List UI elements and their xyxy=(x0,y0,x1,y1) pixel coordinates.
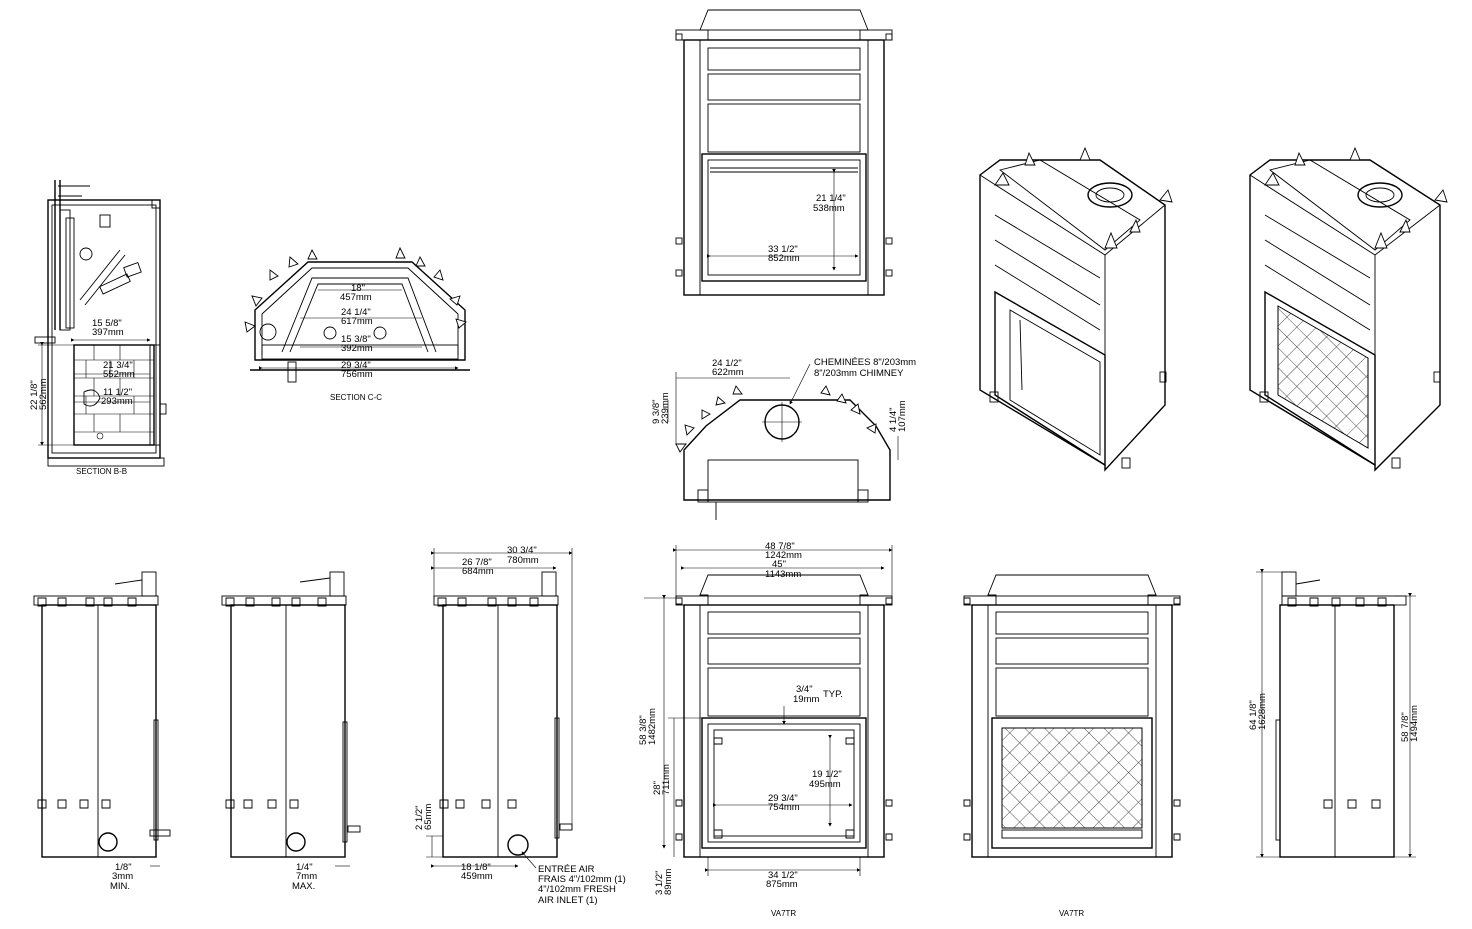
section-bb-caption: SECTION B-B xyxy=(76,467,127,476)
section-bb-dim2-in: 21 3/4" xyxy=(103,360,133,371)
side-view-2: 1/4" 7mm MAX. xyxy=(221,571,361,892)
front-bottom-glass-w-mm: 754mm xyxy=(768,802,800,813)
front-bottom-h-in: 58 3/8" xyxy=(638,715,649,745)
front-top-w-mm: 852mm xyxy=(768,253,800,264)
section-bb-dim4-mm: 562mm xyxy=(38,378,49,410)
side-view-3-h-in: 2 1/2" xyxy=(414,805,425,830)
top-view-w-in: 24 1/2" xyxy=(712,358,742,369)
air-inlet-line1: ENTRÉE AIR xyxy=(538,864,595,875)
front-screen-caption: VA7TR xyxy=(1059,909,1084,918)
air-inlet-line3: 4"/102mm FRESH xyxy=(538,884,616,895)
front-bottom-gap-mm: 19mm xyxy=(793,694,819,705)
section-bb-dim1-mm: 397mm xyxy=(92,327,124,338)
front-bottom-base-w-mm: 875mm xyxy=(766,879,798,890)
side-view-4-h1-in: 64 1/8" xyxy=(1248,700,1259,730)
section-cc-dim2-in: 24 1/4" xyxy=(341,307,371,318)
chimney-label-en: 8"/203mm CHIMNEY xyxy=(814,368,904,379)
side-view-1-dim-mm: 3mm xyxy=(112,871,133,882)
air-inlet-line4: AIR INLET (1) xyxy=(538,895,597,906)
section-bb-dim3-in: 11 1/2" xyxy=(103,387,132,398)
side-view-4: 64 1/8" 1628mm 58 7/8" 1494mm xyxy=(1248,569,1420,858)
front-bottom-base-h-mm: 89mm xyxy=(663,869,674,895)
side-view-4-h2-in: 58 7/8" xyxy=(1400,712,1411,742)
section-cc-dim4-in: 29 3/4" xyxy=(341,360,371,371)
section-bb-dim4-in: 22 1/8" xyxy=(29,380,40,410)
front-bottom-w2-in: 45" xyxy=(772,559,786,570)
front-bottom-glass-w-in: 29 3/4" xyxy=(768,793,798,804)
section-cc-dim3-mm: 392mm xyxy=(341,343,373,354)
front-bottom-w1-mm: 1242mm xyxy=(765,550,802,561)
side-view-2-dim-in: 1/4" xyxy=(296,862,313,873)
side-view-3-b-mm: 459mm xyxy=(461,871,493,882)
isometric-view-glass xyxy=(979,146,1173,472)
top-view: 24 1/2" 622mm 9 3/8" 239mm 4 1/4" 107mm … xyxy=(651,357,916,520)
chimney-label-fr: CHEMINÉES 8"/203mm xyxy=(814,357,916,368)
section-bb-view: 15 5/8" 397mm 21 3/4" 552mm 11 1/2" 293m… xyxy=(29,180,167,476)
front-bottom-base-h-in: 3 1/2" xyxy=(654,870,665,895)
top-view-d2-in: 4 1/4" xyxy=(888,407,899,432)
side-view-2-dim-mm: 7mm xyxy=(296,871,317,882)
front-bottom-open-h-in: 28" xyxy=(652,781,663,795)
section-cc-caption: SECTION C-C xyxy=(330,393,382,402)
top-view-d2-mm: 107mm xyxy=(897,400,908,432)
section-bb-dim2-mm: 552mm xyxy=(103,369,135,380)
isometric-view-screen xyxy=(1249,146,1448,472)
side-view-4-h1-mm: 1628mm xyxy=(1257,693,1268,730)
section-bb-dim1-in: 15 5/8" xyxy=(92,318,122,329)
front-view-bottom: 48 7/8" 1242mm 45" 1143mm 3/4" 19mm TYP.… xyxy=(638,541,893,918)
side-view-3-w1-mm: 780mm xyxy=(507,555,539,566)
top-view-d1-mm: 239mm xyxy=(660,392,671,424)
front-bottom-glass-h-in: 19 1/2" xyxy=(812,769,842,780)
front-view-top: 21 1/4" 538mm 33 1/2" 852mm xyxy=(675,9,893,296)
side-view-3-w1-in: 30 3/4" xyxy=(507,545,537,556)
front-bottom-w2-mm: 1143mm xyxy=(765,569,801,580)
side-view-3-w2-in: 26 7/8" xyxy=(462,557,492,568)
section-cc-dim1-mm: 457mm xyxy=(340,292,372,303)
side-view-4-h2-mm: 1494mm xyxy=(1409,705,1420,742)
front-bottom-typ: TYP. xyxy=(823,689,843,700)
section-cc-dim3-in: 15 3/8" xyxy=(341,334,371,345)
section-bb-dim3-mm: 293mm xyxy=(101,396,133,407)
top-view-w-mm: 622mm xyxy=(712,367,744,378)
front-bottom-gap-in: 3/4" xyxy=(796,684,813,695)
side-view-1-dim-in: 1/8" xyxy=(115,862,132,873)
front-top-h-in: 21 1/4" xyxy=(816,193,846,204)
side-view-3: 30 3/4" 780mm 26 7/8" 684mm 2 1/2" 65mm … xyxy=(414,545,626,906)
section-cc-dim2-mm: 617mm xyxy=(341,316,373,327)
front-view-screen: VA7TR xyxy=(963,574,1181,918)
side-view-3-h-mm: 65mm xyxy=(423,804,434,830)
side-view-3-b-in: 18 1/8" xyxy=(461,862,491,873)
side-view-1: 1/8" 3mm MIN. xyxy=(33,571,171,892)
front-bottom-caption: VA7TR xyxy=(771,909,796,918)
front-bottom-glass-h-mm: 495mm xyxy=(809,779,841,790)
side-view-2-note: MAX. xyxy=(292,881,315,892)
front-bottom-w1-in: 48 7/8" xyxy=(765,541,795,552)
section-cc-view: 18" 457mm 24 1/4" 617mm 15 3/8" 392mm 29… xyxy=(244,246,470,402)
side-view-3-w2-mm: 684mm xyxy=(462,566,494,577)
front-top-h-mm: 538mm xyxy=(813,203,845,214)
section-cc-dim1-in: 18" xyxy=(351,283,365,294)
air-inlet-line2: FRAIS 4"/102mm (1) xyxy=(538,874,626,885)
front-top-w-in: 33 1/2" xyxy=(768,244,798,255)
front-bottom-open-h-mm: 711mm xyxy=(661,764,672,795)
front-bottom-h-mm: 1482mm xyxy=(647,708,658,745)
top-view-d1-in: 9 3/8" xyxy=(651,399,662,424)
section-cc-dim4-mm: 756mm xyxy=(341,369,373,380)
side-view-1-note: MIN. xyxy=(110,881,130,892)
front-bottom-base-w-in: 34 1/2" xyxy=(768,870,798,881)
